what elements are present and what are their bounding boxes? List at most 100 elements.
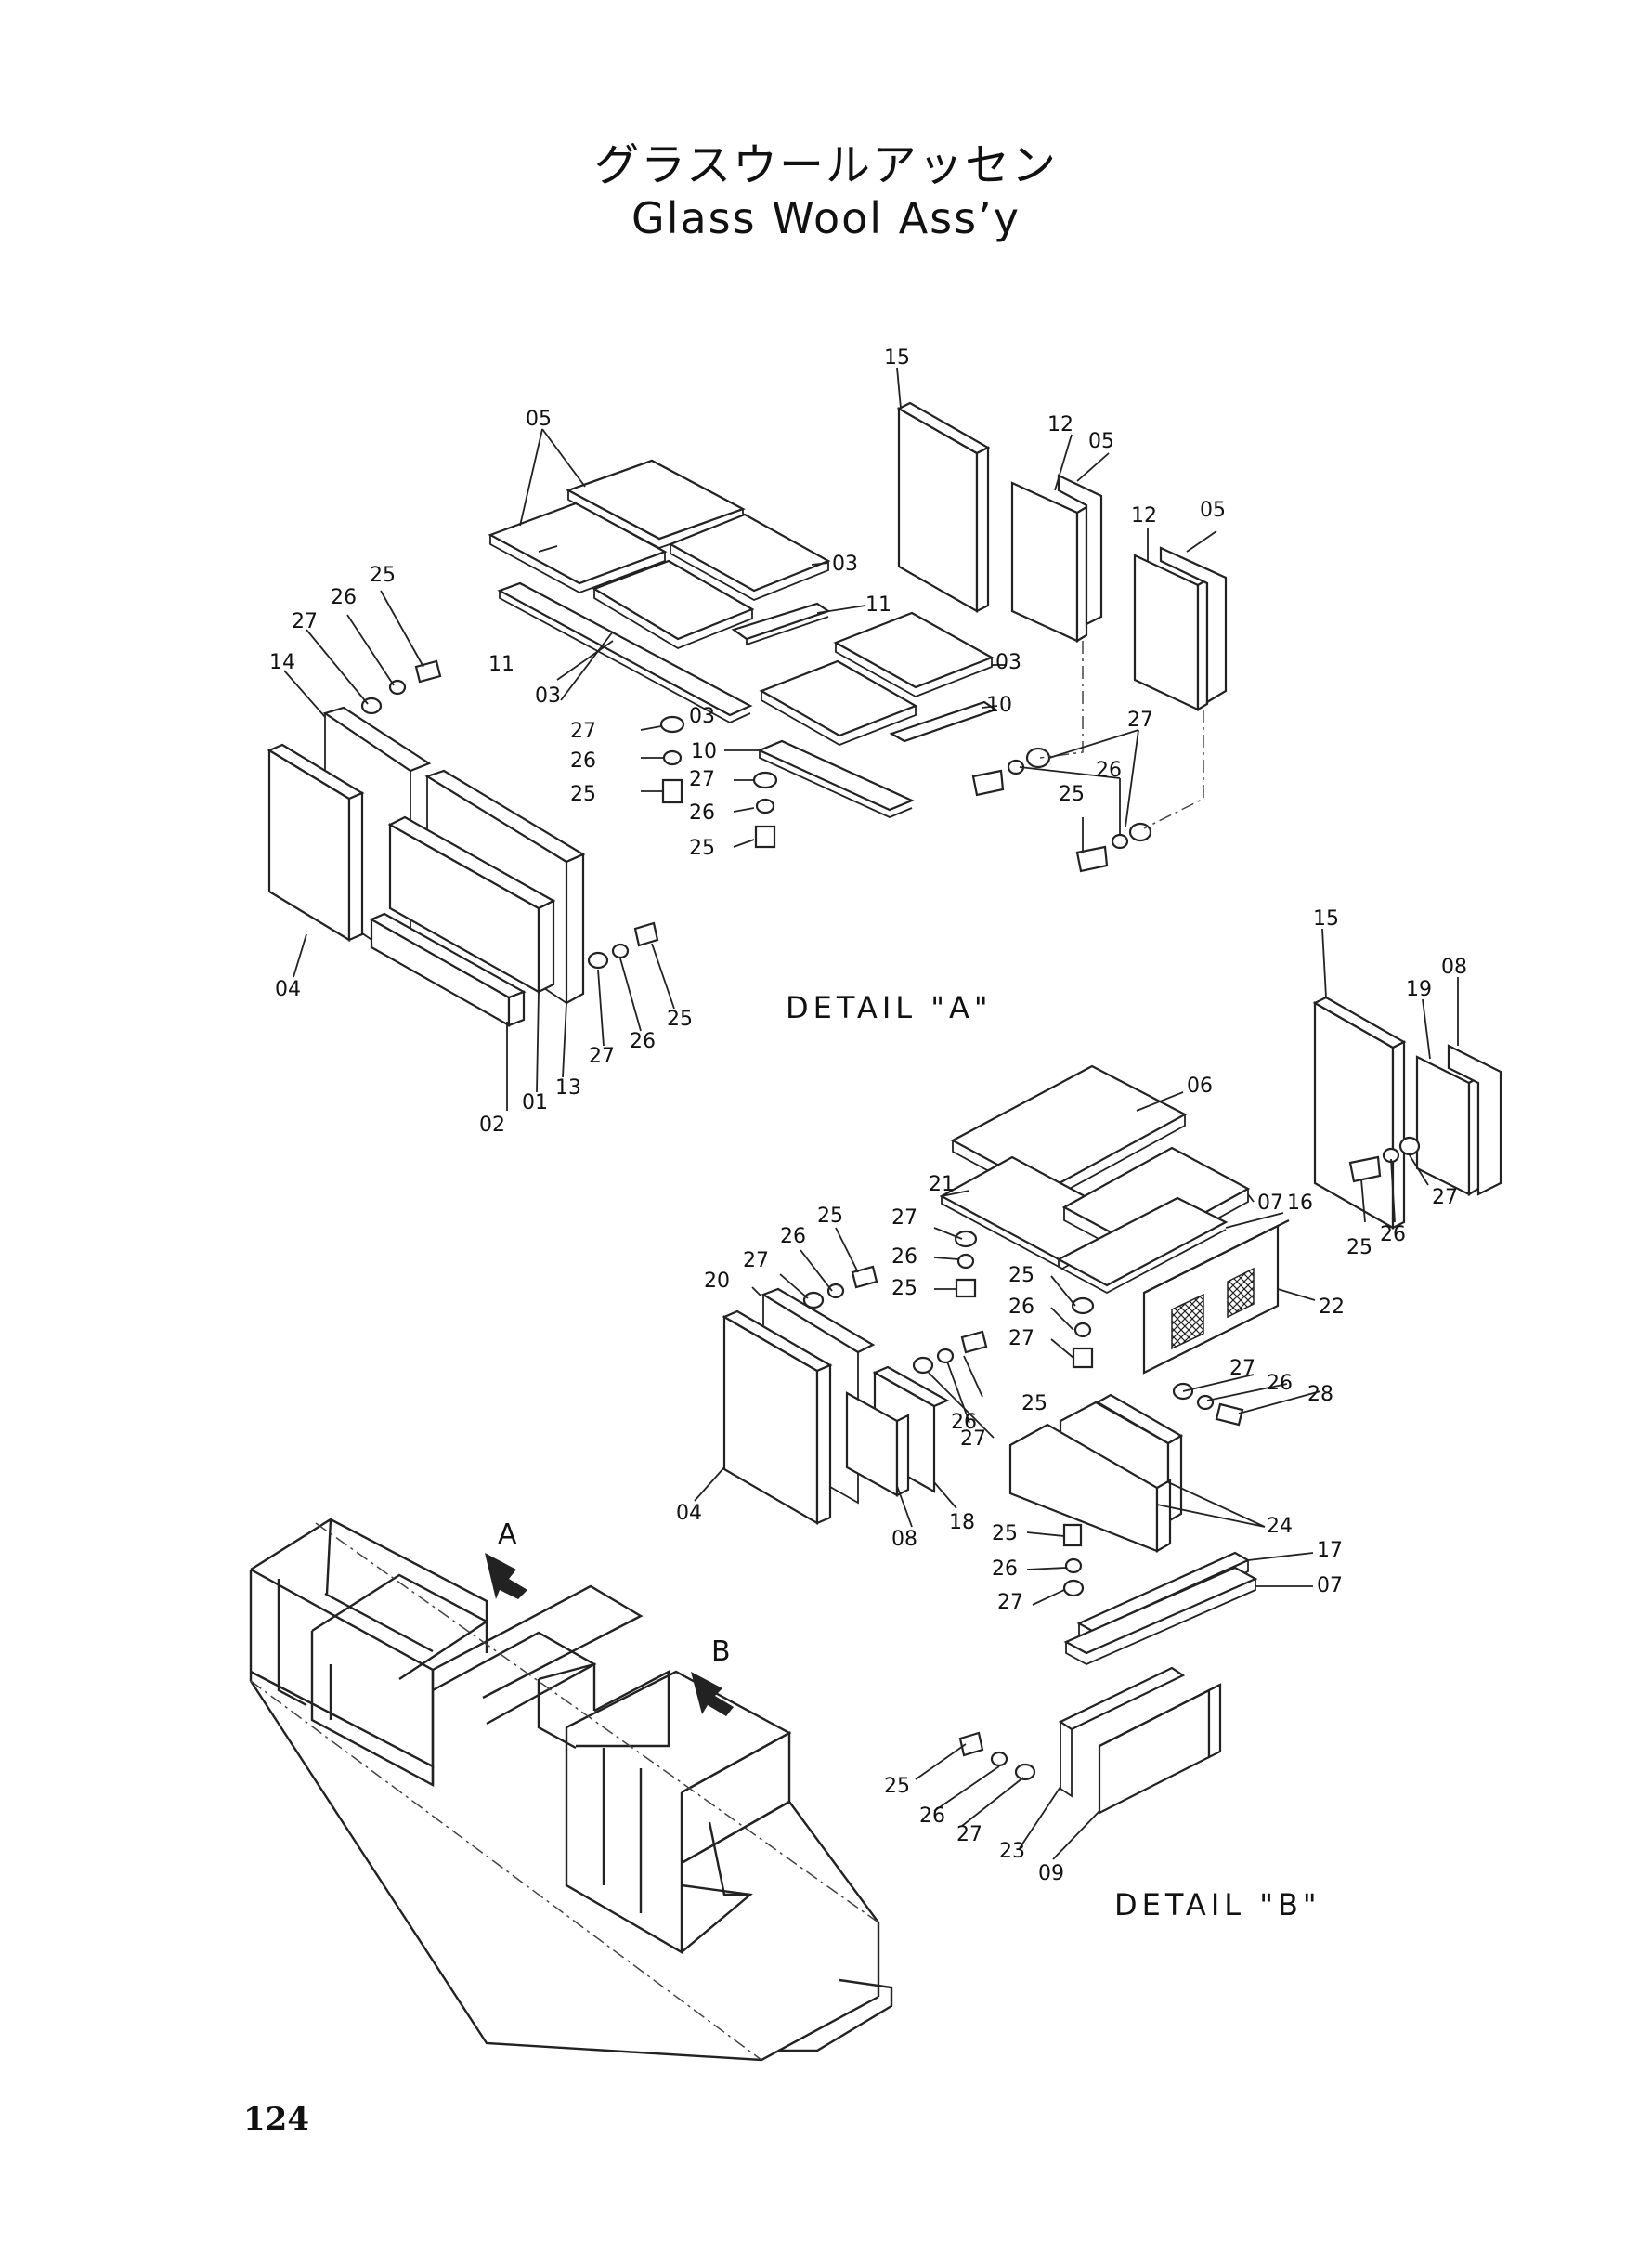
callout-25-a-2: 25: [689, 837, 715, 860]
callout-26-b-4: 26: [1267, 1372, 1293, 1395]
callout-10-a-right: 10: [986, 694, 1012, 717]
glass-wool-pads-24: [1008, 1393, 1184, 1553]
title-english: Glass Wool Ass’y: [631, 193, 1021, 243]
glass-wool-pad-05-lower-side: [1159, 546, 1228, 704]
callout-25-a-3: 25: [1059, 783, 1085, 806]
callout-25-b-6: 25: [992, 1522, 1018, 1545]
title-japanese: グラスウールアッセン: [593, 139, 1059, 191]
plate-16: [1056, 1196, 1229, 1295]
callout-26-b-1: 26: [891, 1245, 917, 1269]
callout-25-a-5: 25: [667, 1008, 693, 1031]
callout-26-a-2: 26: [689, 801, 715, 825]
callout-15-b: 15: [1313, 907, 1339, 931]
detail-b-title: DETAIL "B": [1114, 1887, 1321, 1922]
callout-11-a-right: 11: [865, 593, 891, 617]
callout-15-a: 15: [884, 346, 910, 370]
glass-wool-pad-03-lower-right: [833, 611, 995, 697]
panel-19: [1415, 1055, 1480, 1196]
panel-15-detail-b: [1312, 996, 1407, 1230]
callout-08-b: 08: [891, 1528, 917, 1551]
callout-26-b-3: 26: [1008, 1296, 1034, 1319]
machine-overview: [249, 1518, 893, 2062]
callout-23: 23: [999, 1840, 1025, 1863]
callout-18: 18: [949, 1511, 975, 1534]
callout-26-a-4: 26: [331, 586, 357, 609]
callout-03-a-lower-left: 03: [689, 705, 715, 728]
callout-25-a-4: 25: [370, 564, 396, 587]
callout-26-b-right: 26: [1380, 1223, 1406, 1246]
plate-11-left: [497, 581, 753, 724]
view-arrow-a-label: A: [498, 1518, 517, 1551]
callout-12-a-upper: 12: [1047, 413, 1073, 436]
callout-25-b-7: 25: [884, 1775, 910, 1798]
callout-20: 20: [704, 1270, 730, 1293]
glass-wool-pad-08-side: [1447, 1044, 1502, 1196]
callout-26-b-5: 26: [951, 1411, 977, 1434]
callout-26-b-7: 26: [919, 1804, 945, 1828]
callout-26-b-6: 26: [992, 1557, 1018, 1581]
callout-02: 02: [479, 1114, 505, 1137]
glass-wool-pad-09: [1098, 1683, 1222, 1815]
view-arrow-b-label: B: [711, 1635, 731, 1668]
detail-a-title: DETAIL "A": [786, 990, 993, 1025]
callout-07-b-lower: 07: [1317, 1574, 1343, 1597]
callout-27-b-right: 27: [1432, 1186, 1458, 1209]
callout-03-a-right: 03: [832, 553, 858, 576]
glass-wool-pad-05-front: [488, 502, 668, 593]
glass-wool-pad-03-right: [668, 513, 831, 601]
callout-27-b-6: 27: [997, 1591, 1023, 1614]
callout-14: 14: [269, 651, 295, 674]
callout-06: 06: [1187, 1075, 1213, 1098]
callout-25-a-1: 25: [570, 783, 596, 806]
callout-26-b-2: 26: [780, 1225, 806, 1248]
glass-wool-pad-04-left: [267, 743, 365, 942]
callout-05-a-lower: 05: [1200, 499, 1226, 522]
callout-27-b-3: 27: [1008, 1327, 1034, 1350]
callout-03-a-lower-right: 03: [995, 651, 1021, 674]
glass-wool-pad-03-lower-left: [759, 659, 918, 746]
callout-27-a-3: 27: [1127, 709, 1153, 732]
callout-22: 22: [1319, 1296, 1345, 1319]
callout-04-b: 04: [676, 1502, 702, 1525]
part-callouts: 15 05 12 05 12 05 03 11 11 03 03 03 10 1…: [269, 346, 1467, 1885]
panel-12-lower: [1133, 554, 1209, 711]
callout-04-a: 04: [275, 978, 301, 1001]
callout-25-b-3: 25: [1008, 1264, 1034, 1287]
callout-27-b-2: 27: [743, 1249, 769, 1272]
callout-27-a-4: 27: [292, 610, 318, 633]
callout-28: 28: [1307, 1383, 1333, 1406]
callout-03-a-left: 03: [535, 684, 561, 708]
callout-12-a-lower: 12: [1131, 504, 1157, 528]
callout-10-a-left: 10: [691, 740, 717, 763]
view-arrow-a: [485, 1553, 527, 1599]
panel-12-upper: [1010, 481, 1088, 643]
glass-wool-pad-03-left: [592, 559, 755, 650]
page-number: 124: [243, 2101, 309, 2138]
callout-17: 17: [1317, 1539, 1343, 1562]
callout-27-a-5: 27: [589, 1045, 615, 1068]
callout-16: 16: [1287, 1192, 1313, 1215]
leader-lines: [283, 367, 1459, 1860]
callout-07-b-upper: 07: [1257, 1192, 1283, 1215]
callout-27-b-7: 27: [956, 1823, 982, 1846]
glass-wool-pad-08-detail-b: [845, 1391, 910, 1497]
callout-27-a-1: 27: [570, 720, 596, 743]
callout-11-a-left: 11: [488, 653, 514, 676]
callout-25-b-2: 25: [817, 1205, 843, 1228]
glass-wool-pad-05-rear: [566, 459, 746, 549]
view-arrow-b: [691, 1672, 734, 1716]
callout-01: 01: [522, 1091, 548, 1114]
callout-21: 21: [929, 1173, 955, 1196]
callout-13: 13: [555, 1076, 581, 1100]
glass-wool-pad-02: [369, 912, 527, 1027]
plate-10-lower: [757, 700, 998, 818]
callout-25-b-right: 25: [1346, 1236, 1372, 1259]
callout-27-b-5: 27: [960, 1427, 986, 1451]
callout-26-a-3: 26: [1096, 759, 1122, 782]
grille-22: [1142, 1219, 1290, 1375]
panel-15-top: [896, 401, 991, 613]
callout-27-b-4: 27: [1229, 1357, 1255, 1380]
callout-24: 24: [1267, 1515, 1293, 1538]
callout-05-a-left: 05: [526, 408, 552, 431]
